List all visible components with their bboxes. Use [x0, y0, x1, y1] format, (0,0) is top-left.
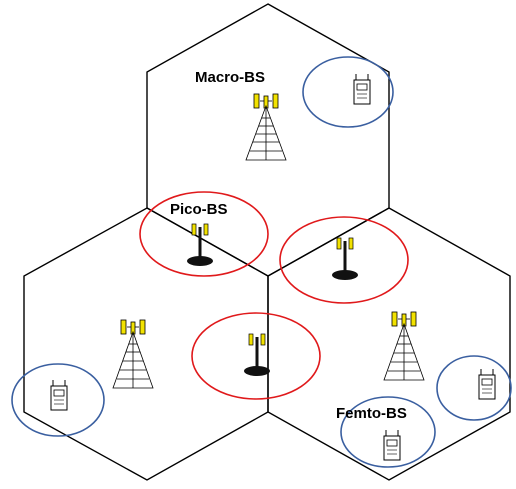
pico-base-station-icon [332, 237, 358, 280]
femto-device-icon [50, 380, 68, 411]
macro-bs-label: Macro-BS [195, 69, 265, 86]
macro-cell-left [23, 207, 269, 481]
macro-base-station-icon [245, 93, 287, 161]
femto-cells [11, 56, 512, 468]
macro-base-station-icon [112, 319, 154, 389]
pico-bs-label: Pico-BS [170, 201, 228, 218]
femto-cell-ring [11, 363, 105, 437]
pico-cells [139, 191, 409, 400]
pico-base-station-icon [187, 223, 213, 266]
femto-cell-ring [340, 396, 436, 468]
femto-bs-label: Femto-BS [336, 405, 407, 422]
pico-cell-ring [139, 191, 269, 277]
femto-device-icon [478, 369, 496, 400]
femto-device-icon [383, 430, 401, 461]
macro-base-station-icon [383, 311, 425, 381]
femto-device-icon [353, 74, 371, 105]
macro-cell-right [267, 207, 511, 481]
femto-cell-ring [302, 56, 394, 128]
cell-grid [23, 3, 511, 481]
femto-cell-ring [436, 355, 512, 421]
pico-cell-ring [279, 216, 409, 304]
pico-base-station-icon [244, 333, 270, 376]
pico-cell-ring [191, 312, 321, 400]
